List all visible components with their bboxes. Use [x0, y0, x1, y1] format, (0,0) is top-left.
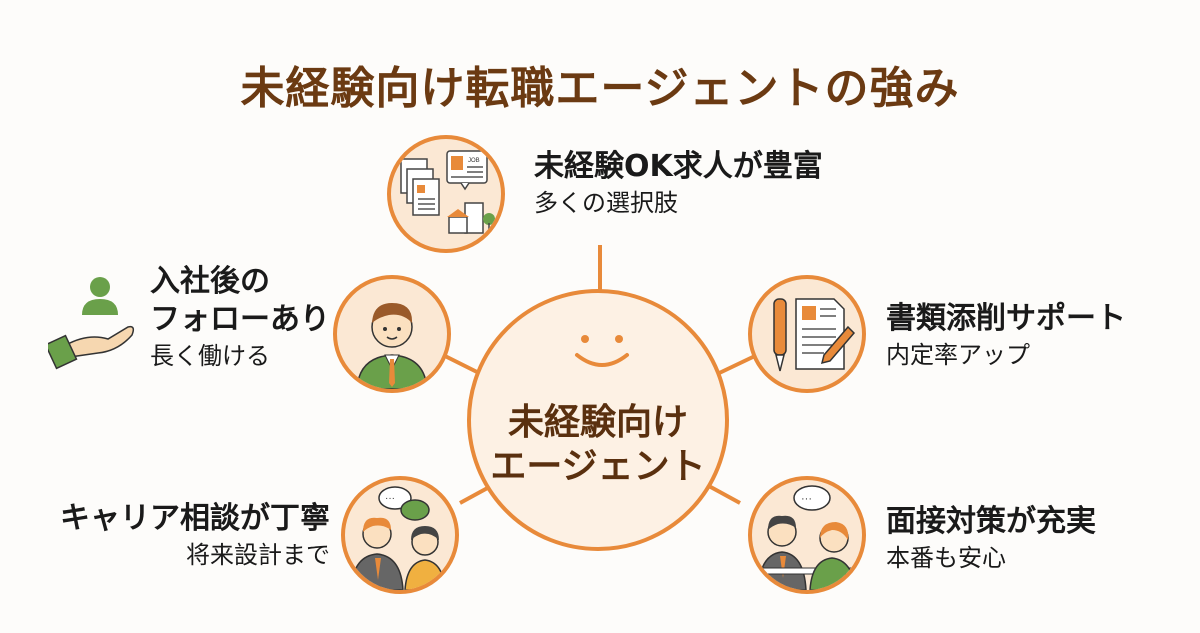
smiley-face-icon [575, 335, 629, 367]
svg-text:···: ··· [385, 493, 395, 504]
center-label-line2: エージェント [490, 446, 706, 487]
feature-after-follow-sub: 長く働ける [150, 342, 270, 370]
feature-documents-heading: 書類添削サポート [886, 301, 1126, 336]
page-title: 未経験向け転職エージェントの強み [240, 63, 960, 114]
businessman-icon [356, 303, 428, 389]
hand-holding-person-icon [44, 275, 138, 379]
feature-interview-sub: 本番も安心 [886, 544, 1006, 572]
node-jobs: JOB [387, 135, 505, 253]
center-agent-circle: 未経験向け エージェント [467, 289, 729, 551]
resume-pen-icon [773, 298, 856, 372]
svg-text:···: ··· [801, 493, 812, 505]
node-interview: ··· [748, 476, 866, 594]
feature-jobs: 未経験OK求人が豊富 多くの選択肢 [534, 148, 823, 220]
job-documents-building-icon: JOB [400, 150, 495, 234]
feature-career-sub: 将来設計まで [186, 541, 330, 569]
node-after-follow [333, 275, 451, 393]
feature-career: キャリア相談が丁寧 将来設計まで [40, 500, 330, 572]
feature-after-follow-heading-1: 入社後の [150, 264, 270, 299]
feature-career-heading: キャリア相談が丁寧 [60, 501, 330, 536]
feature-documents: 書類添削サポート 内定率アップ [886, 300, 1126, 372]
feature-after-follow-heading-2: フォローあり [150, 302, 330, 337]
feature-interview: 面接対策が充実 本番も安心 [886, 503, 1096, 575]
node-career: ··· [341, 476, 459, 594]
center-label-line1: 未経験向け [507, 402, 688, 443]
feature-after-follow: 入社後の フォローあり 長く働ける [150, 263, 330, 373]
svg-text:JOB: JOB [468, 158, 480, 164]
interview-icon: ··· [757, 485, 859, 590]
consultation-chat-icon: ··· [350, 486, 446, 590]
feature-jobs-heading: 未経験OK求人が豊富 [534, 149, 823, 184]
feature-interview-heading: 面接対策が充実 [886, 504, 1096, 539]
feature-jobs-sub: 多くの選択肢 [534, 189, 678, 217]
feature-documents-sub: 内定率アップ [886, 341, 1030, 369]
node-documents [748, 275, 866, 393]
